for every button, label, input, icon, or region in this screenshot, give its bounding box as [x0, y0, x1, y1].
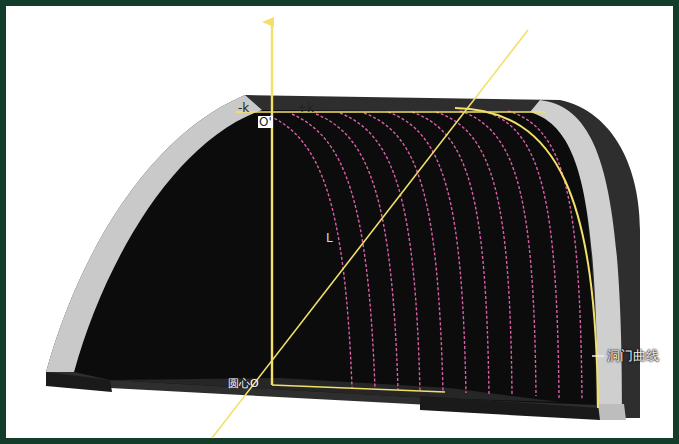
axis-label: -k [238, 102, 249, 114]
line-label: L [326, 232, 333, 244]
center-label: 圆心O [228, 378, 259, 389]
curve-label: 洞门曲线 [607, 349, 659, 362]
point-label: O' [258, 116, 273, 128]
axis-label: +k [297, 102, 314, 114]
